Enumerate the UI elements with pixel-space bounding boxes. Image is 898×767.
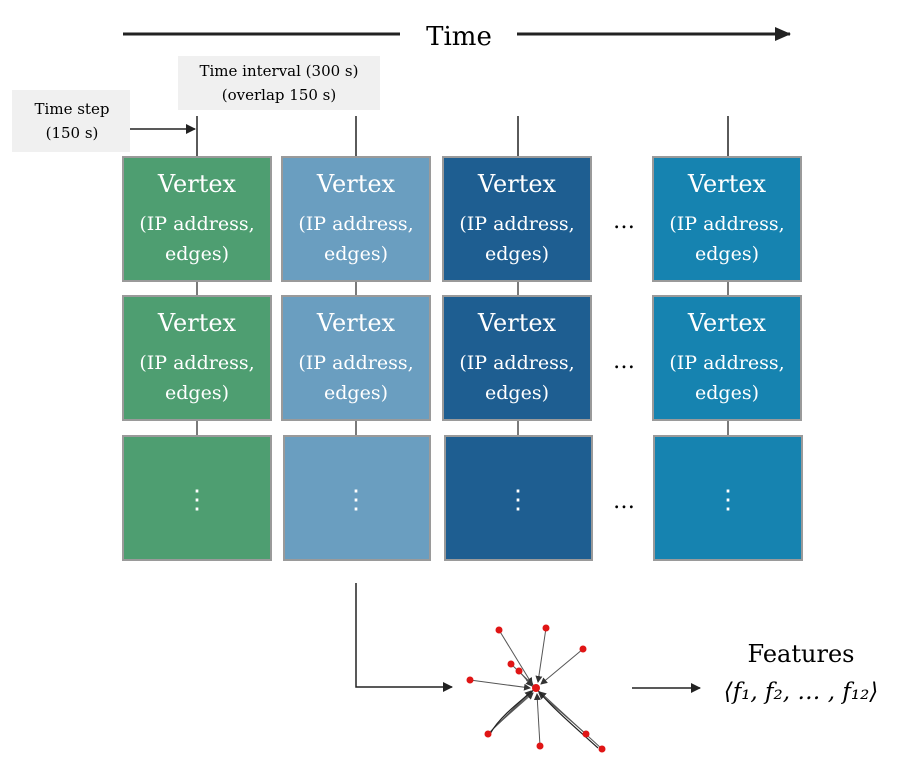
- vertex-box-ellipsis: [122, 435, 272, 561]
- graph-node: [484, 730, 492, 738]
- vertex-box: [122, 156, 272, 282]
- vertex-line2: (IP address,: [459, 213, 574, 235]
- vertex-title: Vertex: [687, 170, 767, 198]
- graph-center-node: [532, 684, 540, 692]
- vertex-title: Vertex: [316, 309, 396, 337]
- vertex-box-ellipsis: [653, 435, 803, 561]
- time-label: Time: [426, 22, 492, 52]
- column-2: Vertex (IP address, edges) Vertex (IP ad…: [281, 156, 431, 561]
- graph-node: [536, 742, 544, 750]
- vertex-line2: (IP address,: [139, 213, 254, 235]
- time-step-line1: Time step: [35, 100, 110, 118]
- vertex-title: Vertex: [687, 309, 767, 337]
- time-step-line2: (150 s): [46, 124, 99, 142]
- vertex-line2: (IP address,: [298, 352, 413, 374]
- vertex-box: [652, 295, 802, 421]
- vertex-line3: edges): [324, 243, 388, 265]
- vertical-ellipsis: ⋮: [505, 485, 531, 515]
- vertex-line2: (IP address,: [298, 213, 413, 235]
- to-graph-arrow: [355, 583, 453, 692]
- graph-node: [542, 624, 550, 632]
- features-label: Features: [748, 640, 855, 668]
- vertex-line3: edges): [695, 382, 759, 404]
- graph-node: [598, 745, 606, 753]
- time-interval-box: [178, 56, 380, 110]
- features-vector: ⟨f₁, f₂, … , f₁₂⟩: [724, 679, 879, 705]
- vertical-ellipsis: ⋮: [184, 485, 210, 515]
- vertex-line3: edges): [485, 382, 549, 404]
- vertex-line2: (IP address,: [459, 352, 574, 374]
- vertex-box: [442, 156, 592, 282]
- column-3: Vertex (IP address, edges) Vertex (IP ad…: [442, 156, 593, 561]
- column-4: Vertex (IP address, edges) Vertex (IP ad…: [652, 156, 803, 561]
- graph-node: [515, 667, 523, 675]
- row-connectors: [196, 281, 729, 436]
- time-step-box: [12, 90, 130, 152]
- horizontal-ellipsis: …: [613, 349, 635, 374]
- vertical-ellipsis: ⋮: [715, 485, 741, 515]
- vertex-title: Vertex: [316, 170, 396, 198]
- vertex-box: [281, 156, 431, 282]
- vertex-box: [442, 295, 592, 421]
- graph-visualization: [466, 624, 606, 753]
- vertex-title: Vertex: [157, 170, 237, 198]
- graph-node: [507, 660, 515, 668]
- vertex-title: Vertex: [157, 309, 237, 337]
- horizontal-ellipsis: …: [613, 489, 635, 514]
- vertex-box: [122, 295, 272, 421]
- vertex-box: [281, 295, 431, 421]
- vertical-ellipsis: ⋮: [343, 485, 369, 515]
- horizontal-ellipsis: …: [613, 209, 635, 234]
- graph-self-loops: [489, 687, 599, 749]
- vertex-line3: edges): [485, 243, 549, 265]
- vertex-line2: (IP address,: [669, 213, 784, 235]
- time-interval-line1: Time interval (300 s): [200, 62, 359, 80]
- graph-node: [582, 730, 590, 738]
- vertex-line3: edges): [324, 382, 388, 404]
- graph-node: [579, 645, 587, 653]
- time-interval-line2: (overlap 150 s): [222, 86, 336, 104]
- vertex-line2: (IP address,: [139, 352, 254, 374]
- graph-nodes: [466, 624, 606, 753]
- vertex-box-ellipsis: [444, 435, 593, 561]
- column-1: Vertex (IP address, edges) Vertex (IP ad…: [122, 156, 272, 561]
- vertex-box: [652, 156, 802, 282]
- graph-node: [495, 626, 503, 634]
- graph-node: [466, 676, 474, 684]
- vertex-line2: (IP address,: [669, 352, 784, 374]
- vertex-line3: edges): [165, 382, 229, 404]
- vertex-line3: edges): [165, 243, 229, 265]
- vertex-title: Vertex: [477, 170, 557, 198]
- vertex-line3: edges): [695, 243, 759, 265]
- vertex-title: Vertex: [477, 309, 557, 337]
- vertex-box-ellipsis: [283, 435, 431, 561]
